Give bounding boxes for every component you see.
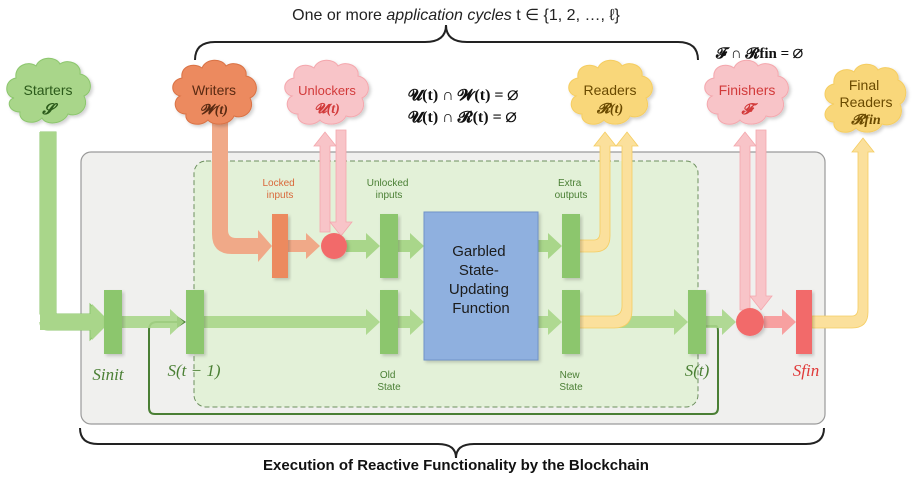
- finishers-arrow-down: [749, 129, 773, 311]
- equation-f-rfin: 𝓕 ∩ 𝓡fin = ∅: [715, 46, 803, 62]
- bottom-caption: Execution of Reactive Functionality by t…: [263, 457, 649, 474]
- cloud-readers: [568, 59, 653, 125]
- arrow-st1-to-oldstate: [204, 309, 380, 335]
- writers-arrow: [212, 118, 272, 262]
- top-brace: [194, 24, 699, 61]
- cloud-writers: [172, 59, 257, 125]
- writers-symbol: 𝓦(t): [200, 103, 228, 118]
- garbled-function-label: Garbled State- Updating Function: [449, 243, 513, 317]
- final-readers-symbol: 𝓡fin: [850, 113, 881, 128]
- s-t-minus-1-label: S(t − 1): [167, 361, 220, 380]
- locked-inputs-label: Locked inputs: [262, 178, 297, 201]
- arrow-newstate-to-st: [580, 309, 688, 335]
- cloud-finishers: [704, 59, 789, 125]
- block-unlocked-inputs: [380, 214, 398, 278]
- finish-circle: [736, 308, 764, 336]
- block-s-t: [688, 290, 706, 354]
- arrow-unlocker-to-unlocked: [346, 233, 380, 259]
- cloud-final-readers: [824, 63, 907, 133]
- block-old-state: [380, 290, 398, 354]
- block-extra-outputs: [562, 214, 580, 278]
- top-caption: One or more application cycles t ∈ {1, 2…: [292, 7, 620, 24]
- block-s-init: [104, 290, 122, 354]
- garbled-function-box: [423, 211, 539, 361]
- arrow-sinit-to-st1: [122, 309, 184, 335]
- unlockers-symbol: 𝓤(t): [314, 102, 340, 117]
- readers-symbol: 𝓡(t): [596, 102, 623, 117]
- arrow-function-to-newstate: [538, 309, 562, 335]
- unlockers-arrow-up: [313, 131, 337, 233]
- final-readers-arrow: [811, 137, 875, 329]
- extra-outputs-label: Extra outputs: [555, 178, 588, 201]
- cloud-unlockers: [284, 59, 369, 125]
- writers-name: Writers: [192, 82, 236, 98]
- block-locked-inputs: [272, 214, 288, 278]
- arrow-locked-to-unlocker: [288, 233, 320, 259]
- final-readers-name: Final Readers: [840, 77, 893, 110]
- block-new-state: [562, 290, 580, 354]
- unlock-circle: [321, 233, 347, 259]
- readers-name: Readers: [584, 82, 637, 98]
- old-state-label: Old State: [377, 370, 401, 393]
- cloud-starters: [6, 57, 91, 124]
- starters-name: Starters: [23, 82, 72, 98]
- new-state-label: New State: [559, 370, 583, 393]
- equation-u-r: 𝓤(t) ∩ 𝓡(t) = ∅: [408, 109, 517, 126]
- readers-arrow-from-extra: [577, 131, 617, 253]
- arrow-st-to-finisher: [706, 309, 736, 335]
- block-s-fin: [796, 290, 812, 354]
- arrow-function-to-extra: [538, 233, 562, 259]
- block-s-t-minus-1: [186, 290, 204, 354]
- equation-u-w: 𝓤(t) ∩ 𝓦(t) = ∅: [408, 87, 519, 104]
- unlocked-inputs-label: Unlocked inputs: [367, 178, 411, 201]
- unlockers-name: Unlockers: [298, 83, 356, 98]
- arrow-unlocked-to-function: [398, 233, 424, 259]
- unlockers-arrow-down: [329, 129, 353, 237]
- s-fin-label: Sfin: [793, 361, 819, 380]
- readers-arrow-from-newstate: [577, 131, 639, 329]
- s-t-label: S(t): [685, 361, 710, 380]
- bottom-brace: [79, 427, 825, 459]
- finishers-arrow-up: [733, 131, 757, 311]
- s-init-label: Sinit: [92, 365, 124, 384]
- arrow-oldstate-to-function: [398, 309, 424, 335]
- finishers-name: Finishers: [719, 82, 776, 98]
- arrow-finisher-to-sfin: [764, 309, 796, 335]
